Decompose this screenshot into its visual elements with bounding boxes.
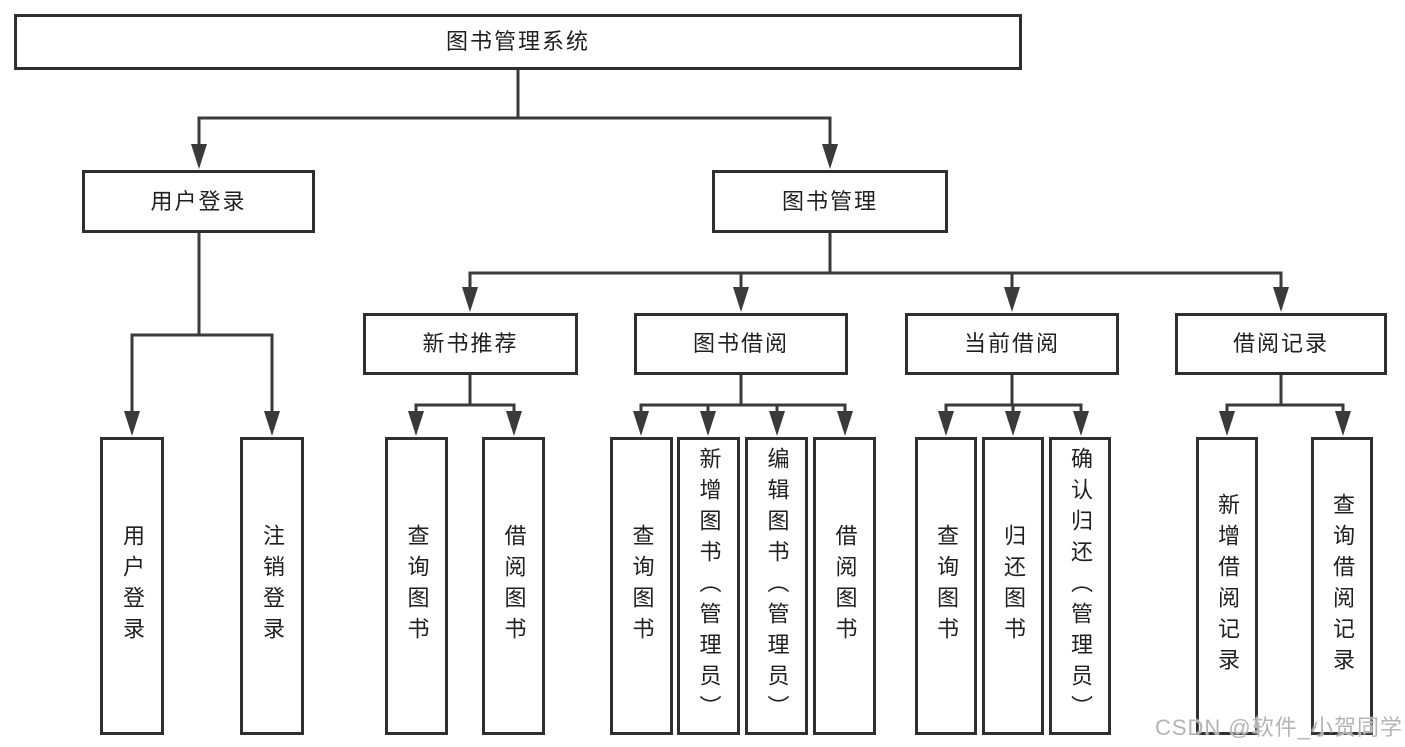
leaf-borrow-books-recommend: 借阅图书 — [482, 437, 545, 735]
node-borrow-records: 借阅记录 — [1175, 313, 1387, 375]
node-book-management: 图书管理 — [712, 170, 948, 233]
node-book-borrow: 图书借阅 — [634, 313, 848, 375]
node-new-book-recommend: 新书推荐 — [363, 313, 578, 375]
leaf-edit-book-admin: 编辑图书（管理员） — [745, 437, 808, 735]
leaf-add-book-admin: 新增图书（管理员） — [677, 437, 740, 735]
leaf-user-login: 用户登录 — [100, 437, 164, 735]
node-system-root: 图书管理系统 — [14, 14, 1022, 70]
leaf-query-borrow-record: 查询借阅记录 — [1311, 437, 1373, 735]
leaf-confirm-return-admin: 确认归还（管理员） — [1049, 437, 1111, 735]
csdn-watermark: CSDN @软件_小贺同学 — [1154, 715, 1403, 740]
node-current-borrow: 当前借阅 — [905, 313, 1119, 375]
leaf-query-books-current: 查询图书 — [915, 437, 977, 735]
leaf-query-books-recommend: 查询图书 — [385, 437, 448, 735]
leaf-borrow-books: 借阅图书 — [813, 437, 876, 735]
node-user-login: 用户登录 — [82, 170, 315, 233]
leaf-add-borrow-record: 新增借阅记录 — [1196, 437, 1258, 735]
leaf-query-books-borrow: 查询图书 — [610, 437, 673, 735]
leaf-logout: 注销登录 — [240, 437, 304, 735]
leaf-return-book: 归还图书 — [982, 437, 1044, 735]
